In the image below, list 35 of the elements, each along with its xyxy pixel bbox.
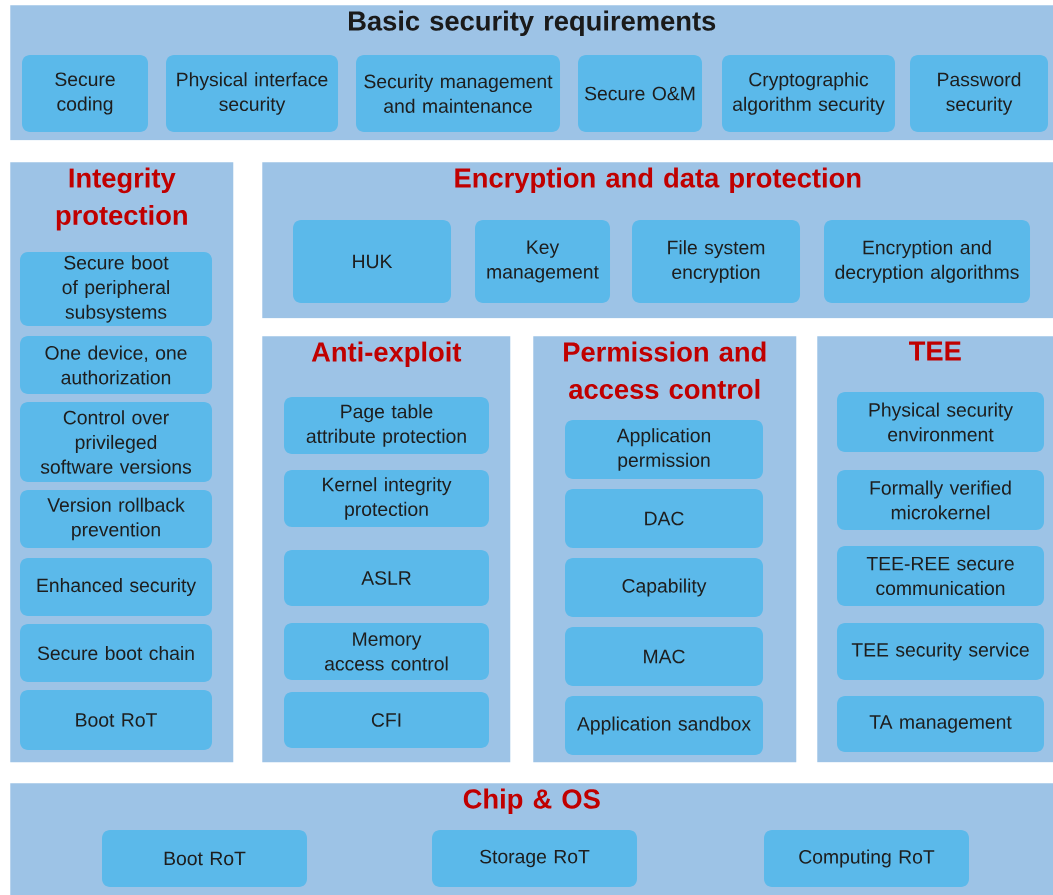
feature-box: Physical interface security [166,55,338,132]
feature-box: Control over privileged software versions [20,402,212,482]
feature-box: Version rollback prevention [20,490,212,548]
feature-box: Page table attribute protection [284,397,489,454]
feature-box: ASLR [284,550,489,606]
feature-box: One device, one authorization [20,336,212,394]
feature-box: TEE-REE secure communication [837,546,1044,606]
feature-box: Secure O&M [578,55,702,132]
feature-box: Physical security environment [837,392,1044,452]
feature-box: Capability [565,558,763,617]
feature-box: Kernel integrity protection [284,470,489,527]
feature-box: TEE security service [837,623,1044,680]
feature-box: Memory access control [284,623,489,680]
feature-box: MAC [565,627,763,686]
feature-box: Secure boot of peripheral subsystems [20,252,212,326]
feature-box: Secure boot chain [20,624,212,682]
feature-box: Key management [475,220,610,303]
feature-box: Secure coding [22,55,148,132]
feature-box: Security management and maintenance [356,55,560,132]
feature-box: Encryption and decryption algorithms [824,220,1030,303]
feature-box: Computing RoT [764,830,969,887]
feature-box: CFI [284,692,489,748]
feature-box: Application permission [565,420,763,479]
feature-box: DAC [565,489,763,548]
feature-box: Storage RoT [432,830,637,887]
feature-box: HUK [293,220,451,303]
feature-box: Application sandbox [565,696,763,755]
feature-box: Boot RoT [102,830,307,887]
feature-box: Enhanced security [20,558,212,616]
feature-box: TA management [837,696,1044,752]
feature-box: File system encryption [632,220,800,303]
feature-box: Cryptographic algorithm security [722,55,895,132]
feature-box: Boot RoT [20,690,212,750]
feature-box: Password security [910,55,1048,132]
feature-box: Formally verified microkernel [837,470,1044,530]
